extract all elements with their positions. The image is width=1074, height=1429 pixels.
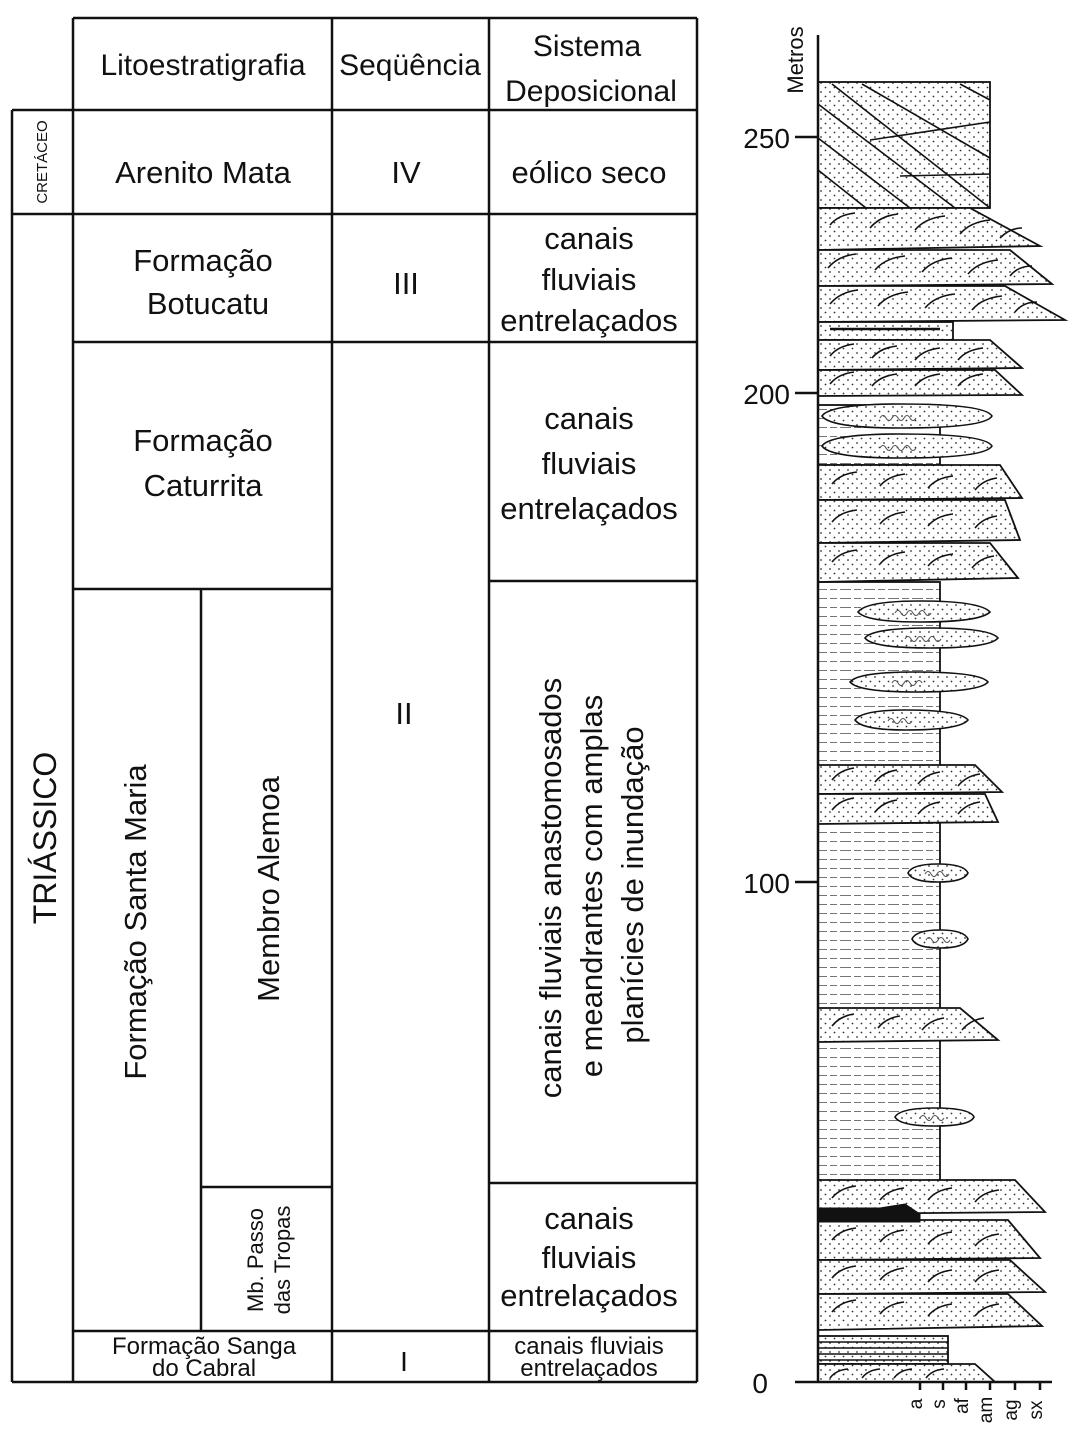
unit-caturrita-line2: Caturrita [144,468,264,503]
unit-passo-tropas-line2: das Tropas [270,1206,295,1315]
unit-alemoa: Membro Alemoa [251,775,286,1001]
period-triassic: TRIÁSSICO [27,752,63,924]
system-alemoa-line2: e meandrantes com amplas [574,695,609,1078]
system-caturrita-line2: fluviais [542,446,637,481]
stratigraphic-table: Litoestratigrafia Seqüência Sistema Depo… [10,16,699,1384]
system-caturrita-line1: canais [544,401,634,436]
axis-label-metros: Metros [783,26,808,93]
system-alemoa-line3: planícies de inundação [615,726,650,1043]
sequence-ii: II [395,696,412,731]
header-lithostratigraphy: Litoestratigrafia [100,49,305,82]
sequence-iv: IV [391,155,421,190]
system-botucatu-line3: entrelaçados [500,303,678,338]
grain-size-label: am [976,1397,997,1423]
unit-sanga-cabral-line2: do Cabral [152,1355,256,1382]
unit-passo-tropas-line1: Mb. Passo [243,1208,268,1312]
axis-tick-label: 100 [743,868,790,899]
grain-size-label: sx [1026,1400,1047,1420]
unit-botucatu-line2: Botucatu [147,286,269,321]
cross-bedding [827,212,1038,1317]
unit-caturrita-line1: Formação [133,423,273,458]
sequence-iii: III [393,266,419,301]
system-passo-line2: fluviais [542,1240,637,1275]
sequence-i: I [400,1346,408,1377]
grain-size-label: ag [1001,1399,1022,1420]
grain-size-label: af [952,1397,973,1414]
grain-size-label: s [929,1399,950,1409]
unit-arenito-mata: Arenito Mata [115,155,292,190]
header-sequence: Seqüência [339,49,481,82]
system-botucatu-line2: fluviais [542,262,637,297]
axis-tick-label: 200 [743,379,790,410]
axis-tick-label: 250 [743,123,790,154]
system-caturrita-line3: entrelaçados [500,491,678,526]
system-botucatu-line1: canais [544,221,634,256]
axis-tick-label: 0 [752,1368,768,1399]
stratigraphic-column: Metros 250 200 100 0 a s af am ag sx [743,26,1069,1423]
basal-laminated-interval [817,1335,998,1383]
unit-botucatu-line1: Formação [133,243,273,278]
system-sanga-line1: canais fluviais [514,1333,663,1360]
system-alemoa-line1: canais fluviais anastomosados [533,678,568,1098]
header-system-line1: Sistema [533,30,642,63]
header-system-line2: Deposicional [505,75,677,108]
sandstone-lenses [821,403,1000,1127]
period-cretaceous: CRETÁCEO [34,120,51,203]
grain-size-label: a [906,1398,927,1409]
system-passo-line1: canais [544,1201,634,1236]
unit-santa-maria: Formação Santa Maria [118,764,153,1080]
unit-sanga-cabral-line1: Formação Sanga [112,1333,297,1360]
system-passo-line3: entrelaçados [500,1278,678,1313]
system-sanga-line2: entrelaçados [520,1355,657,1382]
eolian-sandstone [817,81,991,209]
system-mata: eólico seco [511,155,666,190]
